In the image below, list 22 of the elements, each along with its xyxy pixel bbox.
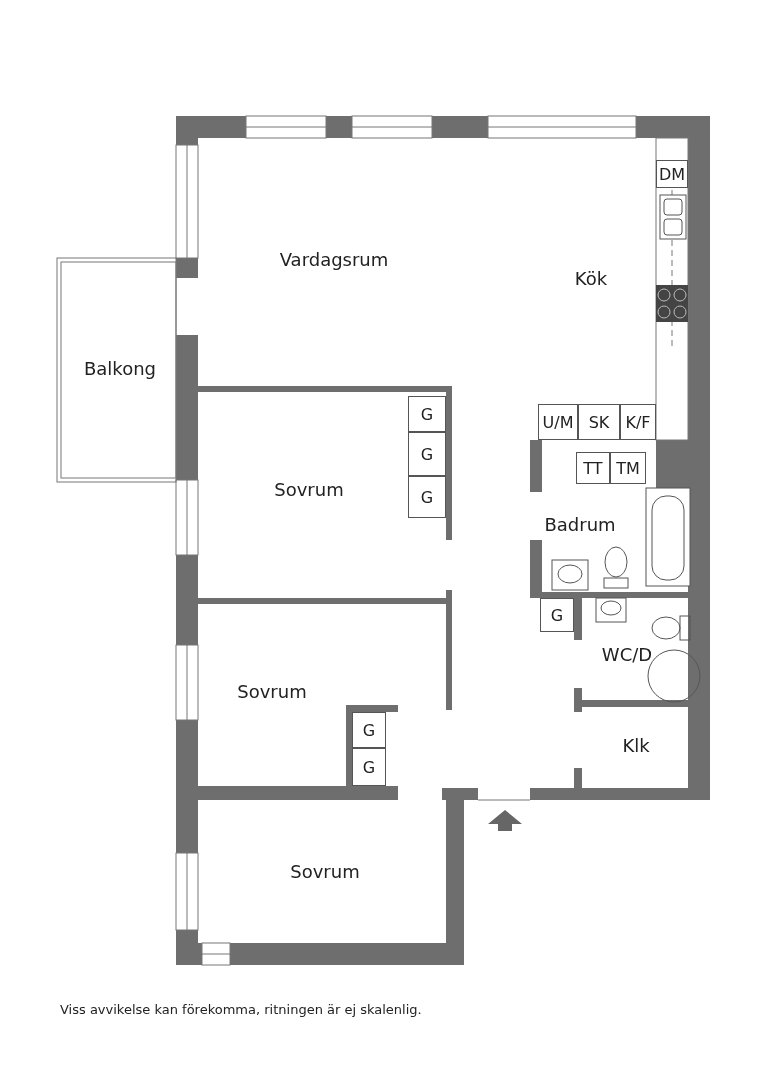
closet-box: G bbox=[540, 598, 574, 632]
appliance-box: DM bbox=[656, 160, 688, 188]
closet-box: G bbox=[408, 432, 446, 476]
appliance-box: U/M bbox=[538, 404, 578, 440]
closet-box: G bbox=[408, 396, 446, 432]
appliance-box: K/F bbox=[620, 404, 656, 440]
room-label: Vardagsrum bbox=[279, 248, 389, 270]
closet-box: G bbox=[408, 476, 446, 518]
closet-box: G bbox=[352, 712, 386, 748]
room-label: Balkong bbox=[84, 357, 156, 379]
appliance-box: SK bbox=[578, 404, 620, 440]
closet-box: G bbox=[352, 748, 386, 786]
appliance-box: TT bbox=[576, 452, 610, 484]
room-label: Kök bbox=[574, 267, 608, 289]
room-label: WC/D bbox=[601, 643, 653, 665]
room-label: Sovrum bbox=[274, 478, 344, 500]
room-label: Sovrum bbox=[290, 860, 360, 882]
room-label: Sovrum bbox=[237, 680, 307, 702]
room-label: Badrum bbox=[544, 513, 616, 535]
room-label: Klk bbox=[622, 734, 650, 756]
appliance-box: TM bbox=[610, 452, 646, 484]
caption: Viss avvikelse kan förekomma, ritningen är ej skalenlig. bbox=[60, 1002, 422, 1017]
